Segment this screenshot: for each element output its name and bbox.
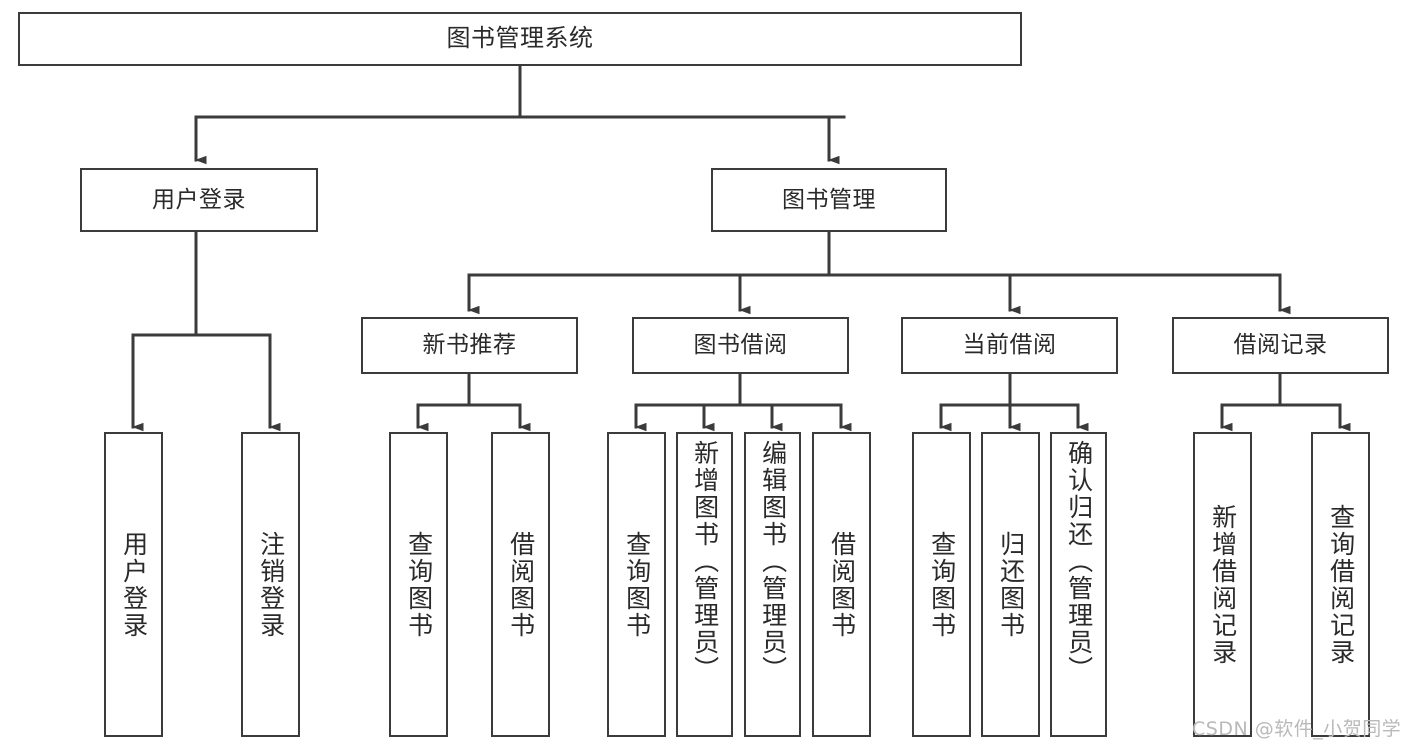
node-label: 查询借阅记录 [1326,503,1356,666]
node-label: 新增图书（管理员） [690,440,720,683]
node-new-book-recommendation[interactable]: 新书推荐 [361,317,578,374]
csdn-watermark: CSDN @软件_小贺同学 [1192,718,1402,740]
node-label: 编辑图书（管理员） [758,440,788,683]
node-book-borrowing[interactable]: 图书借阅 [632,317,849,374]
leaf-logout[interactable]: 注销登录 [241,432,300,737]
node-label: 借阅图书 [827,530,857,639]
leaf-borrow-book[interactable]: 借阅图书 [812,432,871,737]
node-label: 查询图书 [622,530,652,639]
leaf-borrow-book-new[interactable]: 借阅图书 [491,432,550,737]
node-label: 查询图书 [404,530,434,639]
leaf-return-book[interactable]: 归还图书 [981,432,1040,737]
node-label: 归还图书 [996,530,1026,639]
leaf-edit-book-admin[interactable]: 编辑图书（管理员） [744,432,801,737]
leaf-query-book-borrow[interactable]: 查询图书 [607,432,666,737]
node-label: 新书推荐 [422,332,517,359]
leaf-query-book-current[interactable]: 查询图书 [912,432,971,737]
node-label: 确认归还（管理员） [1064,440,1094,683]
node-label: 借阅记录 [1233,332,1328,359]
node-label: 新增借阅记录 [1208,503,1238,666]
leaf-user-login[interactable]: 用户登录 [104,432,163,737]
leaf-confirm-return-admin[interactable]: 确认归还（管理员） [1050,432,1107,737]
node-label: 图书借阅 [693,332,788,359]
node-user-login[interactable]: 用户登录 [80,168,318,232]
node-label: 图书管理 [782,186,876,213]
node-label: 图书管理系统 [446,24,594,53]
node-borrowing-records[interactable]: 借阅记录 [1172,317,1389,374]
node-label: 查询图书 [927,530,957,639]
node-label: 用户登录 [152,186,246,213]
leaf-query-book-new[interactable]: 查询图书 [389,432,448,737]
node-current-borrowing[interactable]: 当前借阅 [901,317,1118,374]
node-book-management[interactable]: 图书管理 [711,168,947,232]
node-label: 用户登录 [119,530,149,639]
node-label: 当前借阅 [962,332,1057,359]
node-root-book-management-system[interactable]: 图书管理系统 [18,12,1022,66]
leaf-add-borrow-record[interactable]: 新增借阅记录 [1193,432,1252,737]
leaf-query-borrow-record[interactable]: 查询借阅记录 [1311,432,1370,737]
node-label: 借阅图书 [506,530,536,639]
node-label: 注销登录 [256,530,286,639]
leaf-add-book-admin[interactable]: 新增图书（管理员） [676,432,733,737]
